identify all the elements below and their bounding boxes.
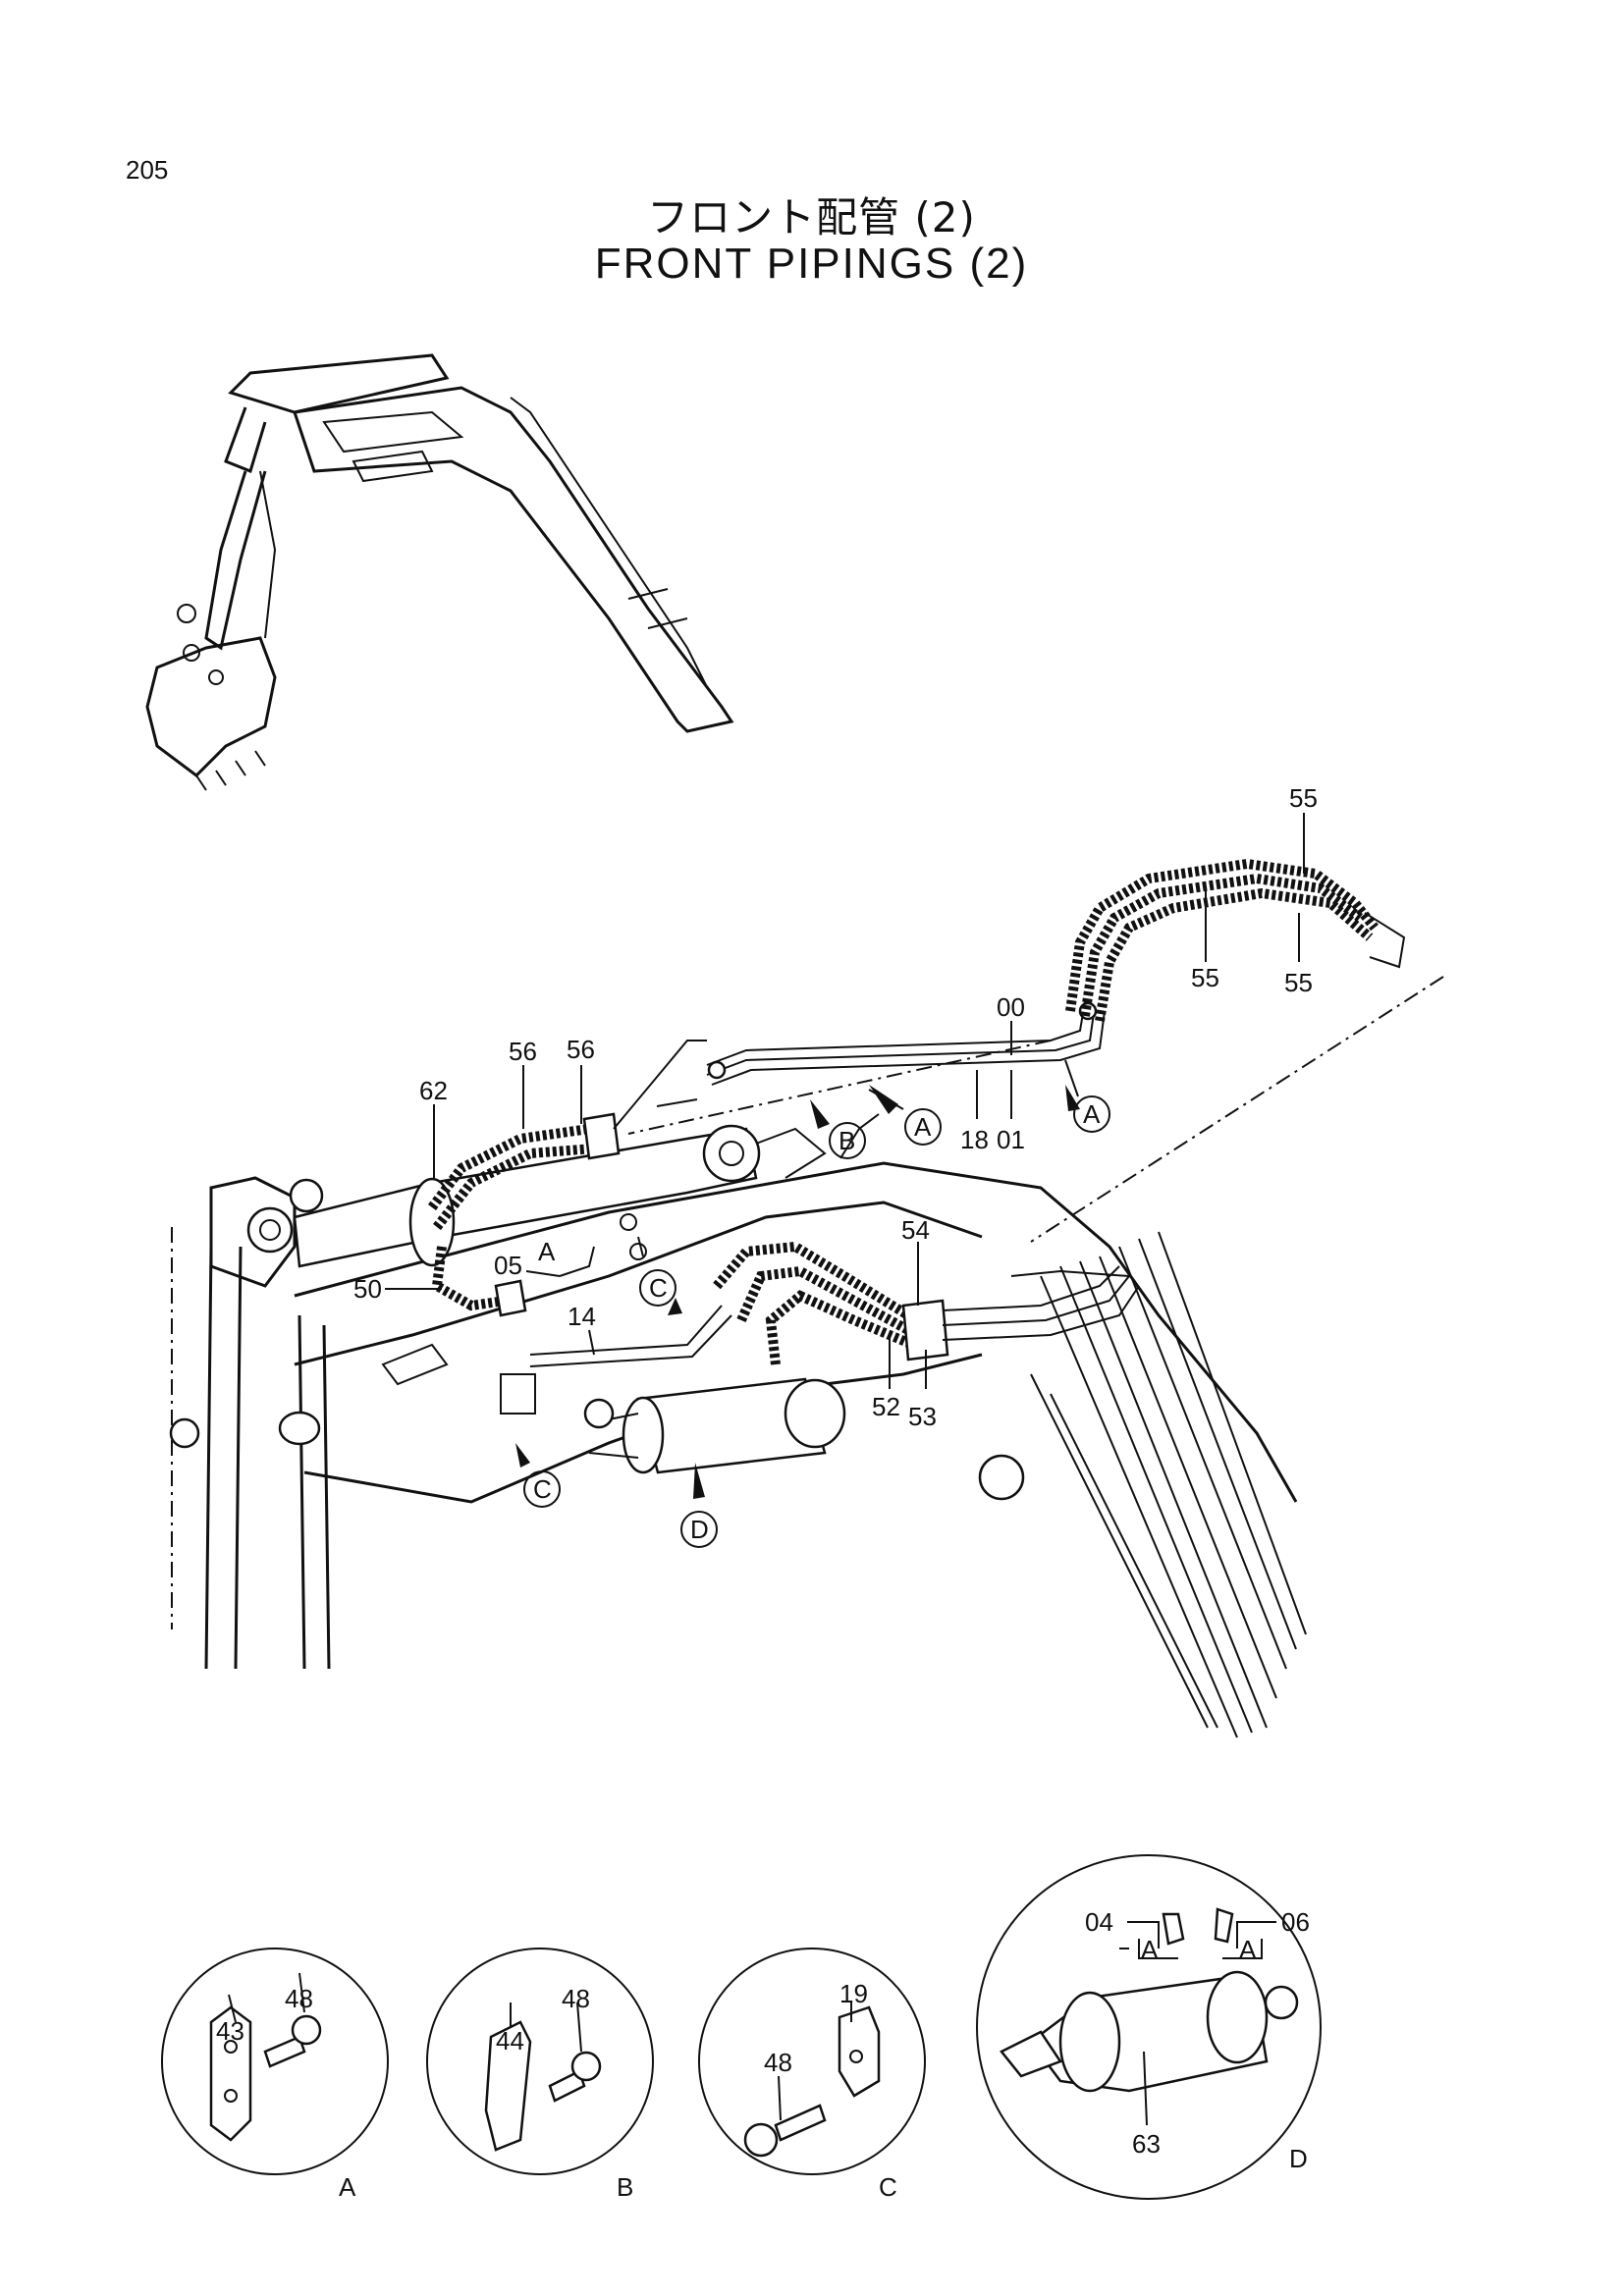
- callout-56a: 56: [509, 1037, 537, 1066]
- callout-55a: 55: [1289, 783, 1318, 813]
- svg-text:A: A: [1083, 1099, 1101, 1129]
- detail-a-title: A: [339, 2172, 356, 2202]
- callout-62: 62: [419, 1076, 448, 1105]
- boom-and-arm-assembly: [169, 1124, 1307, 1738]
- detail-c-label-19: 19: [839, 1979, 868, 2008]
- title-english: FRONT PIPINGS (2): [594, 240, 1029, 288]
- svg-text:D: D: [690, 1515, 709, 1544]
- callout-50: 50: [353, 1274, 382, 1304]
- title-japanese: フロント配管 (2): [647, 193, 976, 241]
- detail-b-label-44: 44: [496, 2026, 524, 2056]
- callout-53: 53: [908, 1402, 937, 1431]
- hydraulic-lines: [428, 858, 1444, 1367]
- svg-text:C: C: [533, 1474, 552, 1504]
- callout-01: 01: [997, 1125, 1025, 1154]
- small-label-a: A: [538, 1237, 556, 1266]
- detail-view-a: 43 48 A: [161, 1948, 389, 2202]
- ref-circle-d: D: [680, 1463, 718, 1548]
- callout-05: 05: [494, 1251, 522, 1280]
- leader-lines: [385, 813, 1305, 1389]
- detail-c-label-48: 48: [764, 2048, 792, 2077]
- ref-circle-c1: C: [639, 1269, 682, 1315]
- detail-a-label-48: 48: [285, 1984, 313, 2013]
- callout-55b: 55: [1191, 963, 1219, 992]
- callout-52: 52: [872, 1392, 900, 1421]
- callout-18: 18: [960, 1125, 989, 1154]
- detail-c-title: C: [879, 2172, 897, 2202]
- detail-d-label-04: 04: [1085, 1907, 1113, 1937]
- detail-b-label-48: 48: [562, 1984, 590, 2013]
- page-number: 205: [126, 155, 169, 185]
- callout-14: 14: [568, 1302, 596, 1331]
- callout-56b: 56: [567, 1035, 595, 1064]
- detail-view-d: 04 06 A A 63 D: [976, 1854, 1322, 2200]
- svg-text:A: A: [914, 1112, 932, 1142]
- reference-circles: A A B C C D: [515, 1085, 1110, 1548]
- detail-d-label-06: 06: [1281, 1907, 1310, 1937]
- ref-circle-a1: A: [869, 1085, 942, 1146]
- detail-d-label-a2: A: [1239, 1935, 1257, 1964]
- detail-b-title: B: [617, 2172, 633, 2202]
- ref-circle-a2: A: [1065, 1085, 1110, 1133]
- ref-circle-b: B: [810, 1099, 866, 1159]
- detail-a-label-43: 43: [216, 2016, 244, 2046]
- main-callouts: 55 55 55 00 18 01 56 56 62 05 50 14 54 5…: [353, 783, 1318, 1431]
- callout-55c: 55: [1284, 968, 1313, 997]
- detail-d-title: D: [1289, 2144, 1308, 2173]
- callout-54: 54: [901, 1215, 930, 1245]
- detail-d-label-63: 63: [1132, 2129, 1161, 2159]
- svg-text:B: B: [839, 1126, 855, 1155]
- detail-view-b: 44 48 B: [426, 1948, 654, 2202]
- overview-excavator-illustration: [145, 353, 734, 791]
- detail-d-label-a1: A: [1141, 1935, 1159, 1964]
- detail-view-c: 48 19 C: [698, 1948, 926, 2202]
- ref-circle-c2: C: [515, 1443, 561, 1508]
- callout-00: 00: [997, 992, 1025, 1022]
- svg-text:C: C: [649, 1273, 668, 1303]
